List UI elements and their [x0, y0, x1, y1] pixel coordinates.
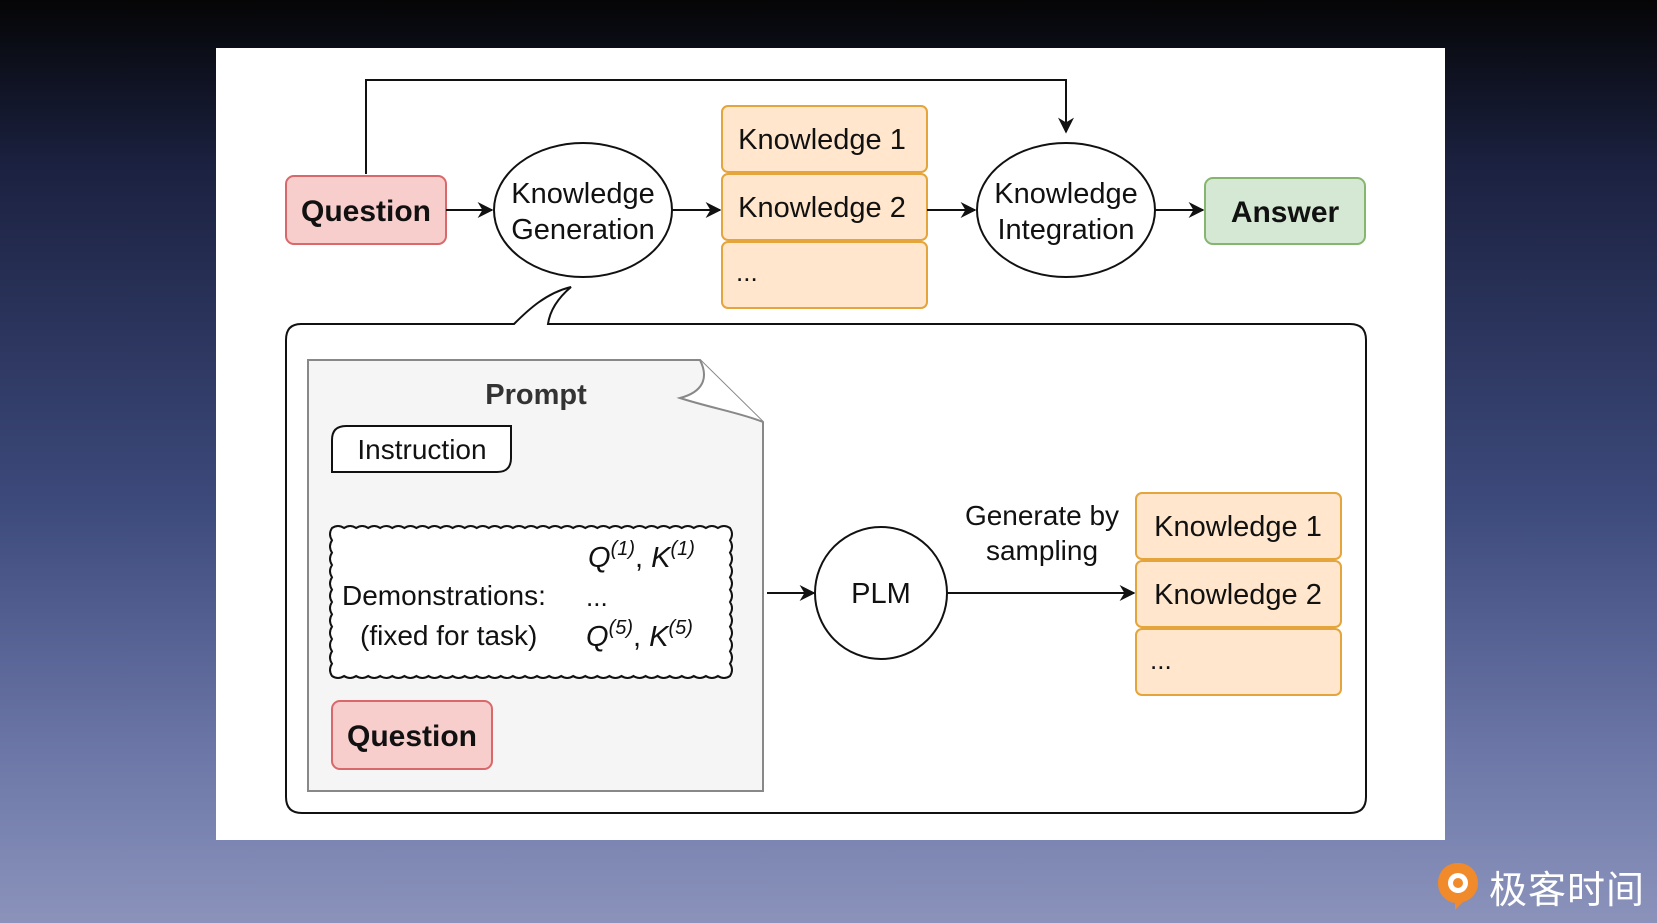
knowledge-item-1-label: Knowledge 1 [738, 124, 906, 156]
knowledge-integration-label-line2: Integration [997, 214, 1134, 246]
sampling-label: sampling [986, 535, 1098, 566]
geektime-logo-icon [1437, 863, 1478, 910]
prompt-question-label: Question [347, 720, 477, 753]
knowledge-integration-label-line1: Knowledge [994, 178, 1138, 210]
demo-last-pair: Q(5), K(5) [586, 617, 693, 653]
knowledge-item-more [721, 241, 928, 309]
instruction-label: Instruction [357, 434, 486, 465]
question-label: Question [301, 195, 431, 228]
knowledge-generation-diagram: Question Knowledge Generation Knowledge … [285, 79, 1367, 814]
generated-knowledge-item-1-label: Knowledge 1 [1154, 511, 1322, 543]
generated-knowledge-item-1 [1135, 492, 1342, 560]
bypass-arrow [365, 79, 1074, 174]
watermark: 极客时间 [1435, 857, 1645, 915]
demonstrations-box [329, 525, 733, 679]
knowledge-generation-node [493, 142, 673, 278]
knowledge-item-2-label: Knowledge 2 [738, 192, 906, 224]
fixed-for-task-label: (fixed for task) [360, 620, 537, 651]
watermark-text: 极客时间 [1488, 867, 1645, 912]
answer-box [1204, 177, 1366, 245]
generate-by-label: Generate by [965, 500, 1119, 531]
prompt-question-box [331, 700, 493, 770]
generated-knowledge-item-2 [1135, 560, 1342, 628]
knowledge-integration-node [976, 142, 1156, 278]
demo-ellipsis: ... [586, 582, 608, 612]
prompt-page-curl [676, 359, 764, 423]
demonstrations-label: Demonstrations: [342, 580, 546, 611]
generated-knowledge-item-more [1135, 628, 1342, 696]
knowledge-item-more-label: ... [736, 257, 758, 287]
knowledge-generation-label-line2: Generation [511, 214, 655, 246]
generated-knowledge-item-2-label: Knowledge 2 [1154, 579, 1322, 611]
slide-canvas: Question Knowledge Generation Knowledge … [216, 48, 1445, 840]
prompt-title: Prompt [485, 379, 587, 411]
demo-first-pair: Q(1), K(1) [588, 538, 695, 574]
generated-knowledge-item-more-label: ... [1150, 645, 1172, 675]
answer-label: Answer [1231, 196, 1340, 229]
instruction-tag [331, 425, 512, 473]
knowledge-generation-label-line1: Knowledge [511, 178, 655, 210]
knowledge-item-2 [721, 173, 928, 241]
knowledge-item-1 [721, 105, 928, 173]
plm-label: PLM [851, 578, 911, 610]
